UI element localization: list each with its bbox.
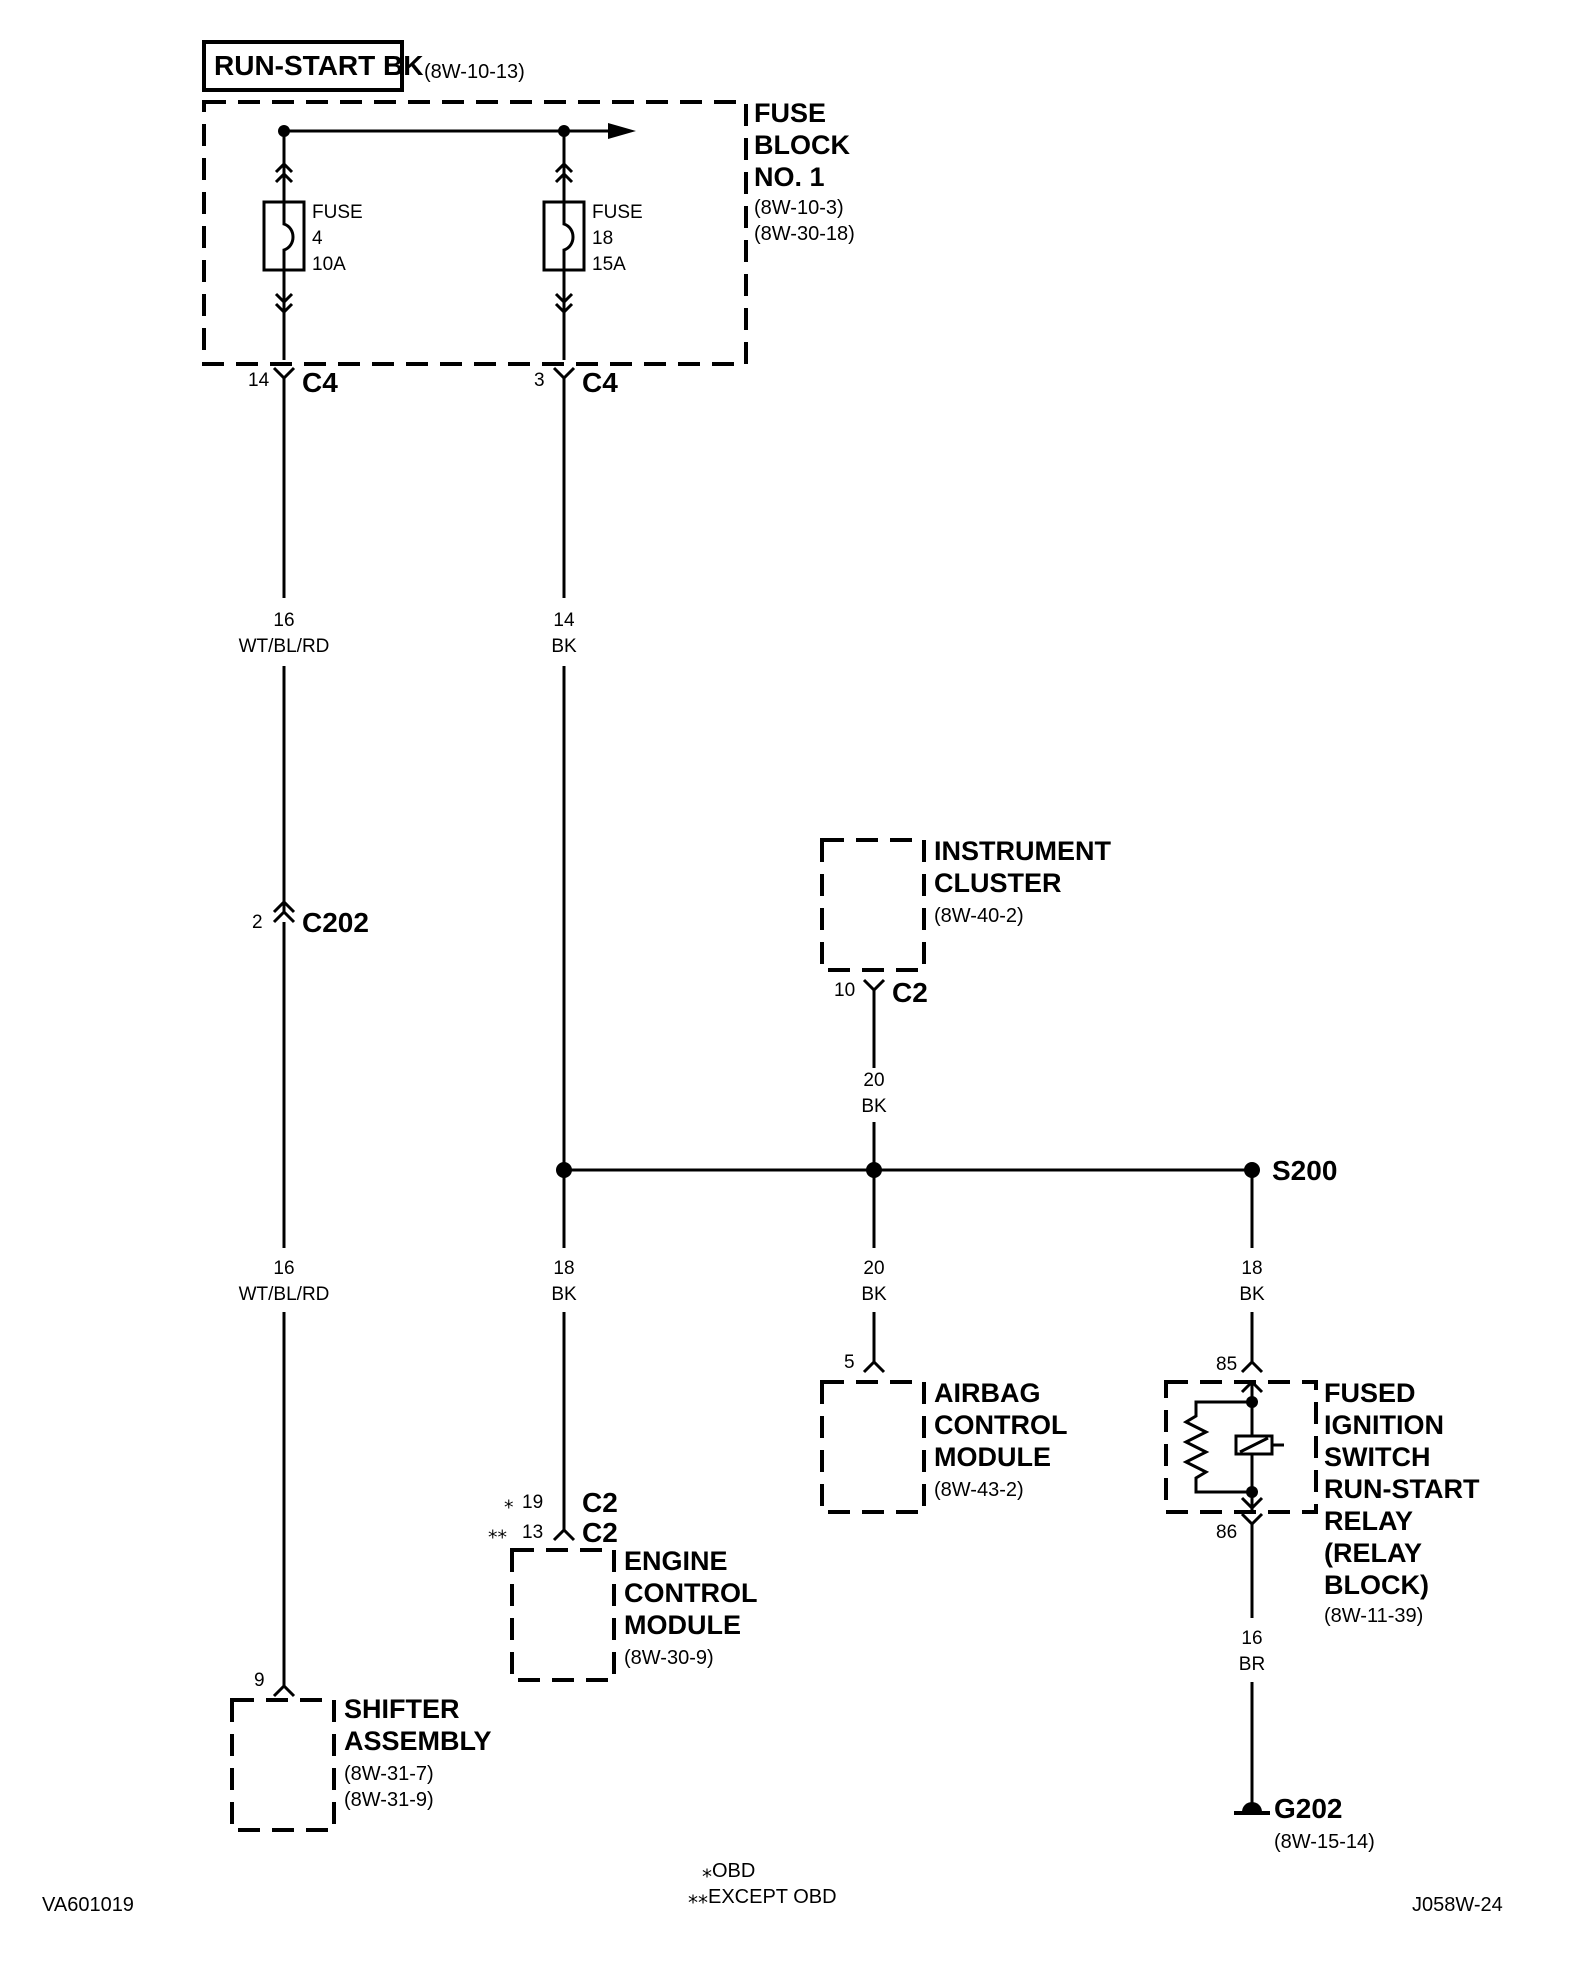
wire-left-lower-gauge: 16: [273, 1258, 294, 1279]
wire-relay-out-color: BR: [1239, 1654, 1265, 1675]
footer-left-code: VA601019: [42, 1894, 134, 1916]
ecm-label-1: ENGINE: [624, 1546, 728, 1576]
relay-label-5: RELAY: [1324, 1506, 1413, 1536]
c4-left-pin: 14: [248, 370, 270, 391]
diagram-title: RUN-START BK: [214, 50, 423, 81]
fuse-block-name-line-2: BLOCK: [754, 130, 850, 160]
relay-pin-86: 86: [1216, 1522, 1237, 1543]
fuse-18: FUSE 18 15A: [542, 131, 643, 360]
wire-cluster-color: BK: [861, 1096, 887, 1117]
fuse-block-ref-1: (8W-10-3): [754, 197, 844, 219]
airbag-control-module: 5 AIRBAG CONTROL MODULE (8W-43-2): [820, 1352, 1067, 1514]
c4-right-pin: 3: [534, 370, 545, 391]
ground-name: G202: [1274, 1793, 1343, 1824]
relay-label-2: IGNITION: [1324, 1410, 1444, 1440]
connector-c4-left: 14 C4: [248, 366, 338, 398]
splice-name: S200: [1272, 1155, 1337, 1186]
c4-right-name: C4: [582, 367, 618, 398]
ecm-obd-connector: C2: [582, 1487, 618, 1518]
ecm-except-connector: C2: [582, 1517, 618, 1548]
c202-name: C202: [302, 907, 369, 938]
wire-cluster-gauge: 20: [863, 1070, 884, 1091]
c202-pin: 2: [252, 912, 263, 933]
relay: 85 86 FUSED IGNITION SWITCH RUN-START RE…: [1164, 1354, 1480, 1627]
bus-arrow-icon: [608, 123, 636, 139]
wire-relay-out-gauge: 16: [1241, 1628, 1262, 1649]
airbag-pin: 5: [844, 1352, 855, 1373]
engine-control-module: ⁎ 19 C2 ⁎⁎ 13 C2 ENGINE CONTROL MODULE (…: [488, 1487, 757, 1682]
relay-label-7: BLOCK): [1324, 1570, 1429, 1600]
wire-ecm-gauge: 18: [553, 1258, 574, 1279]
wire-right-upper-gauge: 14: [553, 610, 575, 631]
cluster-connector: C2: [892, 977, 928, 1008]
cluster-ref: (8W-40-2): [934, 905, 1024, 927]
fuse-4-label-1: FUSE: [312, 202, 363, 223]
fuse-4-label-2: 4: [312, 228, 323, 249]
wire-left-lower-color: WT/BL/RD: [239, 1284, 330, 1305]
cluster-label-2: CLUSTER: [934, 868, 1062, 898]
wire-relay-in-gauge: 18: [1241, 1258, 1262, 1279]
wire-ecm-color: BK: [551, 1284, 577, 1305]
title-reference: (8W-10-13): [424, 61, 525, 83]
cluster-label-1: INSTRUMENT: [934, 836, 1111, 866]
airbag-label-3: MODULE: [934, 1442, 1051, 1472]
ground-g202: G202 (8W-15-14): [1234, 1793, 1375, 1853]
fuse-4-label-3: 10A: [312, 254, 346, 275]
ground-icon: [1242, 1802, 1262, 1812]
relay-label-4: RUN-START: [1324, 1474, 1480, 1504]
fuse-18-label-1: FUSE: [592, 202, 643, 223]
shifter-assembly: 9 SHIFTER ASSEMBLY (8W-31-7) (8W-31-9): [230, 1670, 492, 1832]
relay-label-3: SWITCH: [1324, 1442, 1430, 1472]
fuse-18-label-2: 18: [592, 228, 613, 249]
ecm-label-2: CONTROL: [624, 1578, 757, 1608]
ecm-ref: (8W-30-9): [624, 1647, 714, 1669]
shifter-ref-2: (8W-31-9): [344, 1789, 434, 1811]
connector-c202: 2 C202: [252, 899, 369, 938]
fuse-block-name-line-3: NO. 1: [754, 162, 825, 192]
shifter-pin: 9: [254, 1670, 265, 1691]
ecm-except-pin: 13: [522, 1522, 543, 1543]
wire-left-upper-gauge: 16: [273, 610, 294, 631]
ecm-except-marker: ⁎⁎: [488, 1522, 507, 1543]
relay-label-6: (RELAY: [1324, 1538, 1422, 1568]
wire-airbag-color: BK: [861, 1284, 887, 1305]
fuse-18-label-3: 15A: [592, 254, 626, 275]
ecm-obd-marker: ⁎: [504, 1492, 514, 1513]
airbag-ref: (8W-43-2): [934, 1479, 1024, 1501]
fuse-block-ref-2: (8W-30-18): [754, 223, 855, 245]
wire-relay-in-color: BK: [1239, 1284, 1265, 1305]
title-box: [202, 40, 404, 92]
relay-pin-85: 85: [1216, 1354, 1237, 1375]
ecm-obd-pin: 19: [522, 1492, 543, 1513]
cluster-pin: 10: [834, 980, 855, 1001]
airbag-label-1: AIRBAG: [934, 1378, 1041, 1408]
fuse-4: FUSE 4 10A: [262, 131, 363, 360]
wire-right-upper-color: BK: [551, 636, 577, 657]
fuse-block-name-line-1: FUSE: [754, 98, 826, 128]
fuse-block-outline: [202, 100, 748, 366]
wire-left-upper-color: WT/BL/RD: [239, 636, 330, 657]
instrument-cluster: INSTRUMENT CLUSTER (8W-40-2) 10 C2: [820, 836, 1111, 1008]
relay-label-1: FUSED: [1324, 1378, 1416, 1408]
relay-ref: (8W-11-39): [1324, 1605, 1423, 1627]
ground-ref: (8W-15-14): [1274, 1831, 1375, 1853]
shifter-label-1: SHIFTER: [344, 1694, 460, 1724]
footer-right-code: J058W-24: [1412, 1894, 1503, 1916]
legend-obd: ⁎OBD: [702, 1860, 755, 1882]
legend-except-obd: ⁎⁎EXCEPT OBD: [688, 1886, 837, 1908]
c4-left-name: C4: [302, 367, 338, 398]
connector-c4-right: 3 C4: [534, 366, 618, 398]
wire-airbag-gauge: 20: [863, 1258, 884, 1279]
ecm-label-3: MODULE: [624, 1610, 741, 1640]
shifter-ref-1: (8W-31-7): [344, 1763, 434, 1785]
shifter-label-2: ASSEMBLY: [344, 1726, 492, 1756]
airbag-label-2: CONTROL: [934, 1410, 1067, 1440]
